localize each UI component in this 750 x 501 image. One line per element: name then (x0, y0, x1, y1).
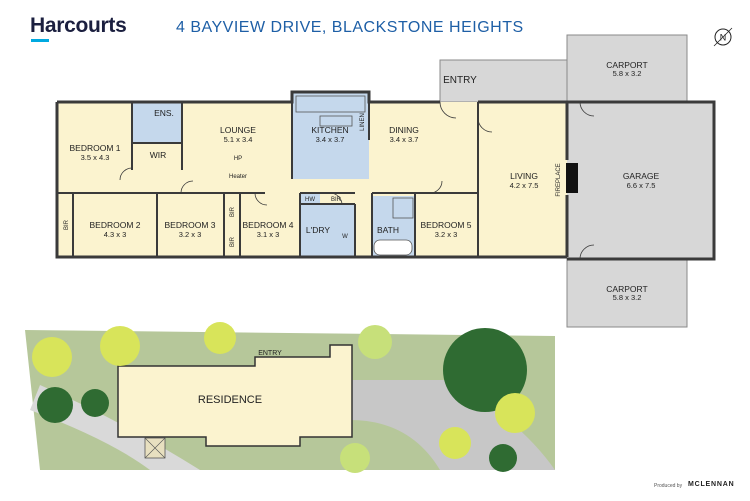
bedroom1-name: BEDROOM 1 (69, 143, 120, 153)
bedroom3-dims: 3.2 x 3 (179, 230, 202, 239)
bathtub (373, 239, 413, 256)
tree (358, 325, 392, 359)
carport-top-name: CARPORT (606, 60, 647, 70)
hw-area (300, 193, 320, 204)
lounge-name: LOUNGE (220, 125, 256, 135)
walls (55, 90, 716, 261)
kitchen-name: KITCHEN (311, 125, 348, 135)
bedroom5-name: BEDROOM 5 (420, 220, 471, 230)
kitchen-dims: 3.4 x 3.7 (316, 135, 345, 144)
bir-label-bedroom2: BIR (64, 219, 70, 230)
tree (81, 389, 109, 417)
living-dims: 4.2 x 7.5 (510, 181, 539, 190)
bedroom4-dims: 3.1 x 3 (257, 230, 280, 239)
carport-bottom-name: CARPORT (606, 284, 647, 294)
tree (439, 427, 471, 459)
fireplace-label: FIREPLACE (556, 163, 562, 196)
tree (489, 444, 517, 472)
interior-walls (57, 102, 479, 257)
garage-name: GARAGE (623, 171, 660, 181)
living-name: LIVING (510, 171, 538, 181)
hw-label: HW (305, 197, 315, 203)
bedroom1-wing (57, 102, 132, 193)
tree (37, 387, 73, 423)
ensuite-area (132, 102, 182, 143)
bir-label-bedroom3: BIR (230, 206, 236, 217)
bir-label-hall: BIR (331, 197, 342, 203)
washing-machine-label: W (342, 234, 348, 240)
wir-name: WIR (150, 150, 167, 160)
bedroom5-dims: 3.2 x 3 (435, 230, 458, 239)
bedroom1-dims: 3.5 x 4.3 (81, 153, 110, 162)
site-plan: RESIDENCE ENTRY (25, 322, 555, 473)
site-structure-cross (144, 437, 166, 459)
producer-logo: MCLENNAN (688, 481, 735, 488)
hp-label: HP (234, 156, 242, 162)
ensuite-name: ENS. (154, 108, 174, 118)
carport-top-dims: 5.8 x 3.2 (613, 69, 642, 78)
residence-footprint (117, 344, 353, 447)
carport-bottom-dims: 5.8 x 3.2 (613, 293, 642, 302)
tree (100, 326, 140, 366)
tree (32, 337, 72, 377)
tree (340, 443, 370, 473)
kitchen-bench (295, 95, 366, 113)
kitchen-island (319, 115, 353, 127)
tree (443, 328, 527, 412)
door-swings (119, 101, 595, 260)
dining-name: DINING (389, 125, 419, 135)
bedroom3-name: BEDROOM 3 (164, 220, 215, 230)
linen-label: LINEN (360, 113, 366, 131)
laundry-area (300, 204, 355, 257)
garage-area (567, 103, 714, 259)
kitchen-area (292, 92, 369, 179)
bir-label-bedroom4: BIR (230, 236, 236, 247)
property-address: 4 BAYVIEW DRIVE, BLACKSTONE HEIGHTS (176, 19, 524, 36)
tree (495, 393, 535, 433)
bedroom4-name: BEDROOM 4 (242, 220, 293, 230)
dining-dims: 3.4 x 3.7 (390, 135, 419, 144)
garage-dims: 6.6 x 7.5 (627, 181, 656, 190)
logo-accent-bar (31, 39, 49, 42)
bedroom2-dims: 4.3 x 3 (104, 230, 127, 239)
bedroom2-name: BEDROOM 2 (89, 220, 140, 230)
site-residence-label: RESIDENCE (198, 394, 262, 406)
tree (204, 322, 236, 354)
site-entry-label: ENTRY (258, 350, 282, 357)
compass-label: N (720, 33, 727, 43)
heater-label: Heater (229, 174, 247, 180)
harcourts-logo: Harcourts (30, 14, 127, 37)
laundry-name: L'DRY (306, 225, 330, 235)
shower (392, 197, 414, 219)
fireplace (566, 163, 578, 193)
carport-bottom-area (566, 258, 688, 328)
bath-name: BATH (377, 225, 399, 235)
lounge-dims: 5.1 x 3.4 (224, 135, 253, 144)
north-compass-icon: N (713, 27, 733, 47)
produced-by-label: Produced by (654, 483, 683, 489)
entry-name: ENTRY (443, 75, 477, 86)
entry-area (439, 59, 568, 103)
